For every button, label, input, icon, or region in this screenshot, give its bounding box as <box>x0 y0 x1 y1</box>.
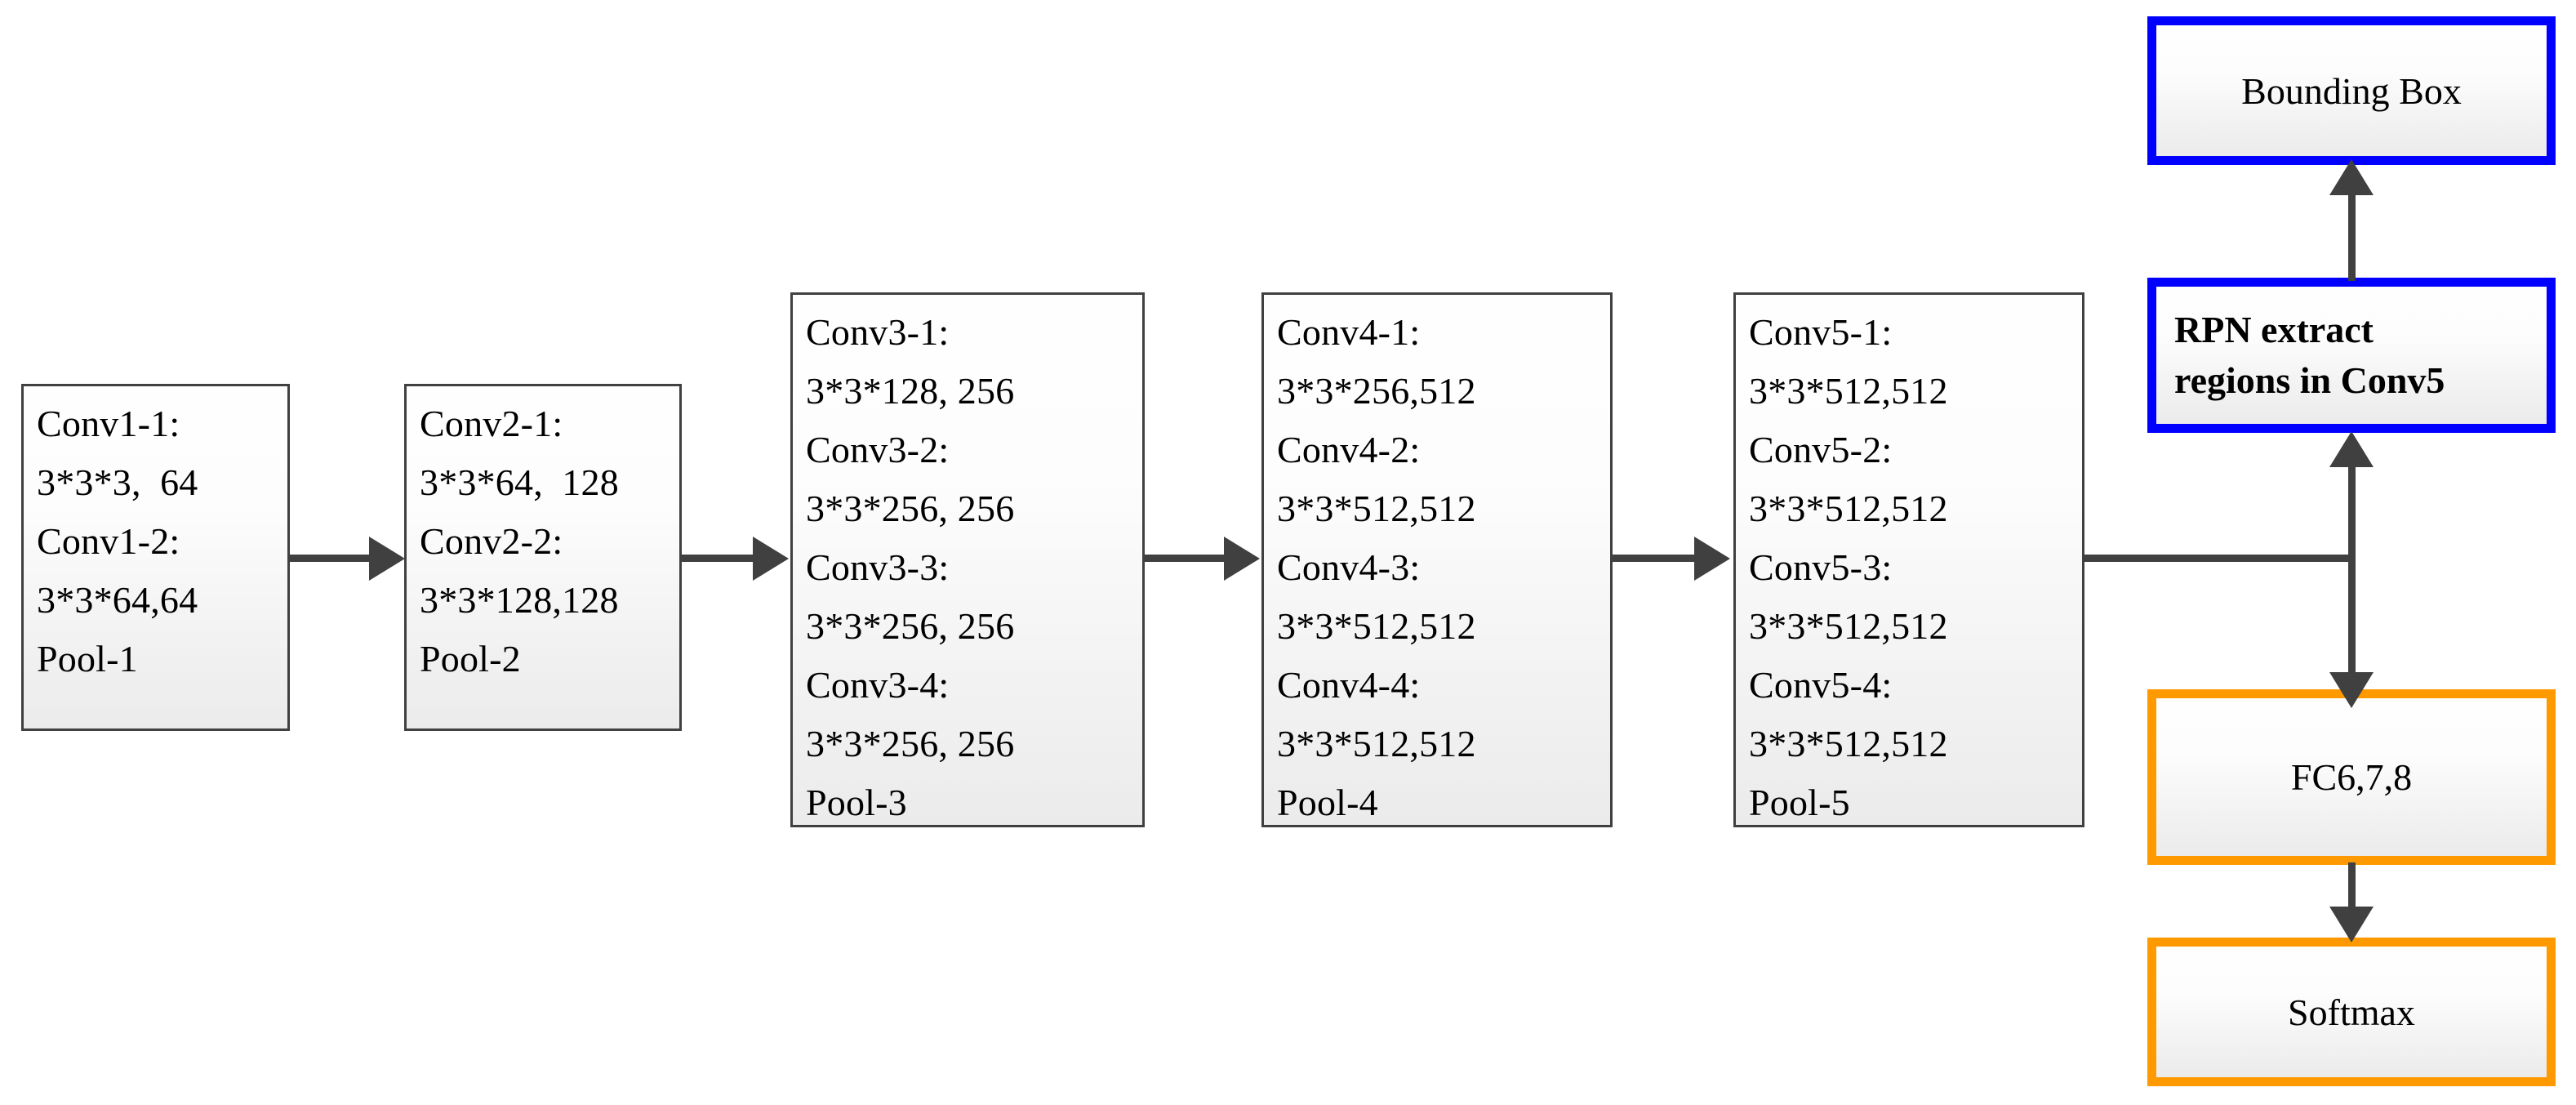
rpn-node: RPN extract regions in Conv5 <box>2147 278 2556 433</box>
conv1-stage-box: Conv1-1: 3*3*3, 64 Conv1-2: 3*3*64,64 Po… <box>21 384 290 731</box>
rpn-fc-arrow-down-head <box>2329 672 2374 708</box>
conv3-line-5: Conv3-3: <box>806 546 950 588</box>
conv2-line-1: Conv2-1: <box>420 403 563 444</box>
conv3-line-2: 3*3*128, 256 <box>806 370 1015 412</box>
conv5-line-4: 3*3*512,512 <box>1749 488 1948 529</box>
bounding-box-node: Bounding Box <box>2147 16 2556 165</box>
rpn-fc-bidirectional-shaft <box>2348 451 2356 678</box>
conv5-line-8: 3*3*512,512 <box>1749 723 1948 764</box>
fc-to-softmax-head <box>2329 907 2374 942</box>
conv4-line-8: 3*3*512,512 <box>1277 723 1476 764</box>
conv4-line-2: 3*3*256,512 <box>1277 370 1476 412</box>
arrow-conv3-to-conv4-head <box>1224 537 1260 581</box>
arrow-conv3-to-conv4-shaft <box>1145 555 1226 562</box>
fc-node: FC6,7,8 <box>2147 689 2556 865</box>
bounding-box-label: Bounding Box <box>2241 69 2462 112</box>
conv5-line-9: Pool-5 <box>1749 782 1850 823</box>
conv1-line-5: Pool-1 <box>37 638 138 679</box>
conv4-line-3: Conv4-2: <box>1277 429 1421 470</box>
rpn-to-bbox-shaft <box>2348 189 2356 281</box>
conv4-line-5: Conv4-3: <box>1277 546 1421 588</box>
fc-label: FC6,7,8 <box>2290 756 2413 798</box>
conv3-line-7: Conv3-4: <box>806 664 950 706</box>
conv2-line-4: 3*3*128,128 <box>420 579 619 621</box>
conv4-line-1: Conv4-1: <box>1277 311 1421 353</box>
conv3-line-6: 3*3*256, 256 <box>806 605 1015 647</box>
arrow-conv1-to-conv2-head <box>369 537 405 581</box>
conv4-line-7: Conv4-4: <box>1277 664 1421 706</box>
arrow-conv2-to-conv3-head <box>753 537 789 581</box>
conv1-line-1: Conv1-1: <box>37 403 180 444</box>
conv5-line-7: Conv5-4: <box>1749 664 1893 706</box>
arrow-conv4-to-conv5-head <box>1694 537 1730 581</box>
conv2-line-2: 3*3*64, 128 <box>420 461 619 503</box>
conv5-line-5: Conv5-3: <box>1749 546 1893 588</box>
conv3-line-4: 3*3*256, 256 <box>806 488 1015 529</box>
conv4-stage-box: Conv4-1: 3*3*256,512 Conv4-2: 3*3*512,51… <box>1261 292 1613 827</box>
conv4-line-9: Pool-4 <box>1277 782 1378 823</box>
conv3-line-9: Pool-3 <box>806 782 907 823</box>
arrow-conv2-to-conv3-shaft <box>682 555 755 562</box>
fc-to-softmax-shaft <box>2348 862 2356 913</box>
conv1-line-4: 3*3*64,64 <box>37 579 198 621</box>
rpn-label: RPN extract regions in Conv5 <box>2174 309 2445 401</box>
conv5-stage-box: Conv5-1: 3*3*512,512 Conv5-2: 3*3*512,51… <box>1733 292 2084 827</box>
conv2-stage-box: Conv2-1: 3*3*64, 128 Conv2-2: 3*3*128,12… <box>404 384 682 731</box>
conv4-line-4: 3*3*512,512 <box>1277 488 1476 529</box>
arrow-conv1-to-conv2-shaft <box>290 555 373 562</box>
conv4-line-6: 3*3*512,512 <box>1277 605 1476 647</box>
conv5-line-6: 3*3*512,512 <box>1749 605 1948 647</box>
arrow-conv4-to-conv5-shaft <box>1613 555 1697 562</box>
conv2-line-5: Pool-2 <box>420 638 521 679</box>
conv3-stage-box: Conv3-1: 3*3*128, 256 Conv3-2: 3*3*256, … <box>790 292 1145 827</box>
conv3-line-3: Conv3-2: <box>806 429 950 470</box>
conv5-line-1: Conv5-1: <box>1749 311 1893 353</box>
rpn-to-bbox-head <box>2329 159 2374 195</box>
conv3-line-1: Conv3-1: <box>806 311 950 353</box>
softmax-label: Softmax <box>2288 991 2415 1033</box>
conv1-line-3: Conv1-2: <box>37 520 180 562</box>
conv3-line-8: 3*3*256, 256 <box>806 723 1015 764</box>
conv5-to-head-trunk <box>2084 555 2351 562</box>
conv5-line-3: Conv5-2: <box>1749 429 1893 470</box>
conv5-line-2: 3*3*512,512 <box>1749 370 1948 412</box>
conv1-line-2: 3*3*3, 64 <box>37 461 198 503</box>
conv2-line-3: Conv2-2: <box>420 520 563 562</box>
softmax-node: Softmax <box>2147 938 2556 1086</box>
rpn-fc-arrow-up-head <box>2329 431 2374 467</box>
